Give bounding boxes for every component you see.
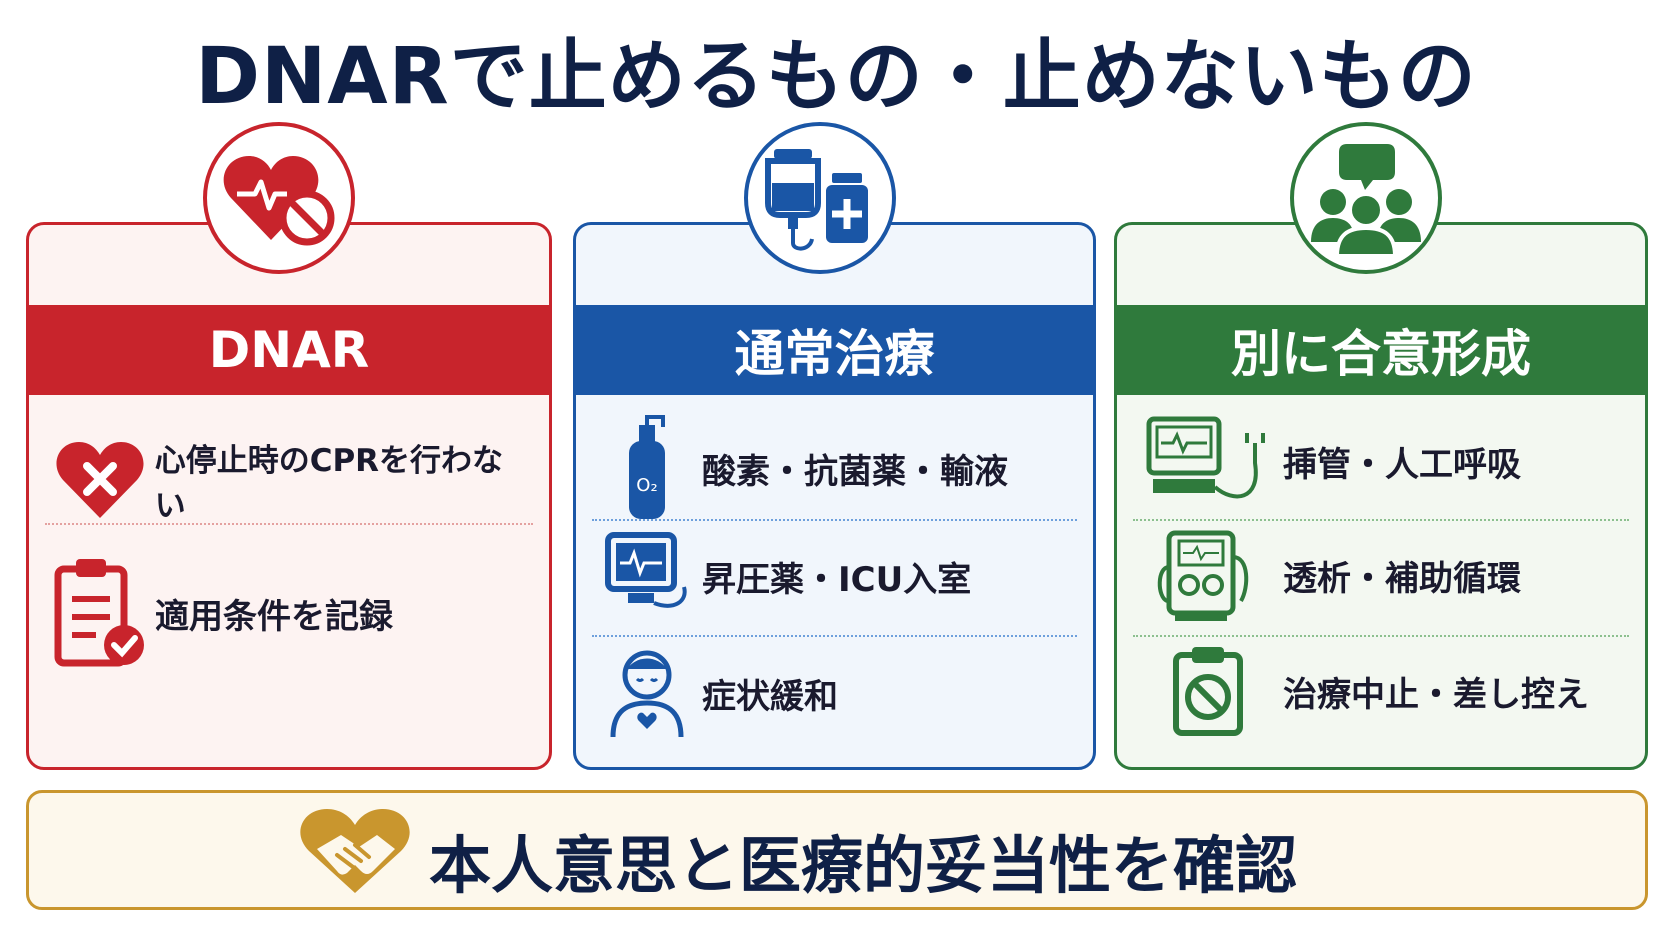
item-label: 適用条件を記録 [155,596,393,637]
item-label: 挿管・人工呼吸 [1283,444,1521,485]
iv-bag-medicine-icon [744,122,896,274]
item-label: 治療中止・差し控え [1283,674,1589,715]
list-item: 症状緩和 [592,647,1077,739]
list-item: O₂ 酸素・抗菌薬・輸液 [592,413,1077,523]
ventilator-icon [1133,413,1283,509]
divider [592,635,1077,637]
item-label: 透析・補助循環 [1283,558,1521,599]
monitor-icon [592,531,702,621]
footer-label: 本人意思と医療的妥当性を確認 [429,829,1298,902]
divider [1133,635,1629,637]
list-item: 挿管・人工呼吸 [1133,413,1629,509]
oxygen-tank-icon: O₂ [592,413,702,523]
usual-treatment-card: 通常治療 O₂ 酸素・抗菌薬・輸液 [573,222,1096,770]
handshake-heart-icon [297,805,413,901]
divider [45,523,533,525]
patient-heart-icon [592,647,702,739]
card-header: 別に合意形成 [1117,305,1645,395]
list-item: 適用条件を記録 [45,555,533,671]
consensus-card: 別に合意形成 挿管・人工呼吸 [1114,222,1648,770]
heart-prohibited-icon [203,122,355,274]
item-label: 酸素・抗菌薬・輸液 [702,451,1008,492]
heart-x-icon [45,438,155,522]
clipboard-check-icon [45,555,155,671]
list-item: 透析・補助循環 [1133,527,1629,623]
page-title: DNARで止めるもの・止めないもの [195,32,1477,122]
item-label: 心停止時のCPRを行わない [154,443,504,524]
dnar-card: DNAR 心停止時のCPRを行わない [26,222,552,770]
footer-banner: 本人意思と医療的妥当性を確認 [26,790,1648,910]
list-item: 治療中止・差し控え [1133,645,1629,737]
card-header: DNAR [29,305,549,395]
clipboard-prohibited-icon [1133,645,1283,737]
dialysis-machine-icon [1133,527,1283,623]
item-label: 昇圧薬・ICU入室 [702,559,972,600]
svg-text:O₂: O₂ [636,475,657,496]
list-item: 心停止時のCPRを行わない [45,435,533,525]
group-discussion-icon [1290,122,1442,274]
divider [592,519,1077,521]
item-label: 症状緩和 [702,676,838,717]
card-header: 通常治療 [576,305,1093,395]
divider [1133,519,1629,521]
list-item: 昇圧薬・ICU入室 [592,531,1077,621]
